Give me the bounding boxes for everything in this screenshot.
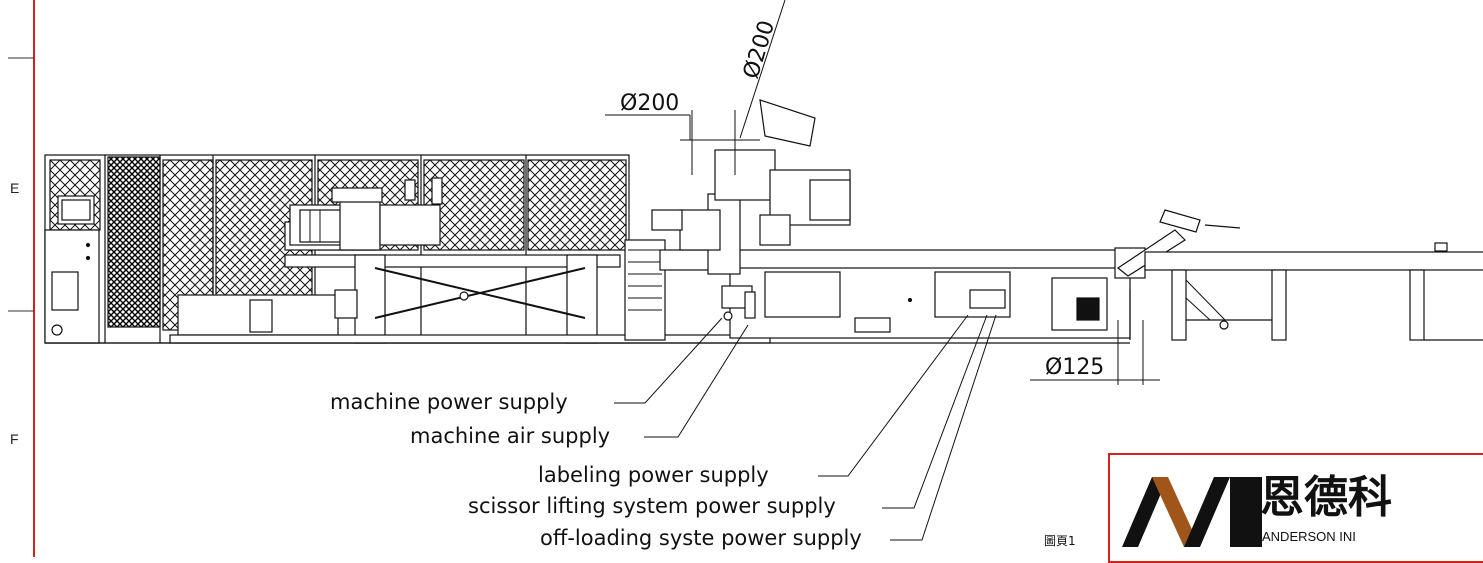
offloading-conveyor: [1114, 209, 1483, 341]
callout-offloading-power-supply: off-loading syste power supply: [540, 526, 862, 550]
dimension-label-left: Ø200: [620, 91, 679, 116]
page-label: 圖頁1: [1044, 534, 1076, 548]
drawing-frame: [8, 0, 35, 557]
zone-label-e: E: [10, 180, 20, 196]
company-name-en: ANDERSON INI: [1262, 529, 1356, 544]
callout-labeling-power-supply: labeling power supply: [538, 463, 769, 487]
zone-label-f: F: [10, 431, 19, 447]
company-logo: [1122, 477, 1262, 547]
machine-body: [624, 99, 1131, 341]
dimension-label-top: Ø200: [739, 18, 780, 82]
dimension-label-right: Ø125: [1045, 355, 1104, 380]
title-block: 恩德科 ANDERSON INI: [1108, 453, 1483, 563]
callout-scissor-lifting-power-supply: scissor lifting system power supply: [468, 494, 836, 518]
leader-lines: [614, 314, 997, 541]
dimension-lines: [605, 0, 1160, 385]
callout-machine-air-supply: machine air supply: [410, 424, 611, 448]
company-name-cn: 恩德科: [1260, 472, 1392, 523]
spindle-motor: [299, 177, 443, 251]
callout-machine-power-supply: machine power supply: [330, 390, 568, 414]
